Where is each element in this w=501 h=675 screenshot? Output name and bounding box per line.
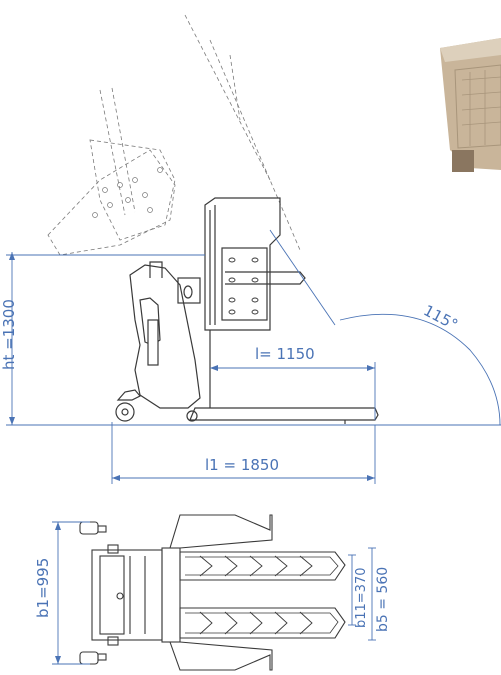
dimension-arrows [9, 252, 375, 481]
lifter-side-view [115, 197, 379, 424]
top-dimension-lines [52, 521, 376, 665]
b5-dimension-label: b5 = 560 [375, 566, 391, 632]
crate-image [440, 38, 501, 172]
top-dimension-arrows [55, 522, 61, 664]
dimension-lines [6, 229, 501, 484]
lifter-top-view [79, 514, 346, 671]
l1-dimension-label: l1 = 1850 [205, 456, 279, 474]
b11-dimension-label: b11=370 [354, 567, 369, 629]
tilted-load-outline [47, 14, 301, 256]
b1-dimension-label: b1=995 [34, 557, 52, 618]
l-dimension-label: l= 1150 [255, 345, 315, 363]
tilted-load-holes [92, 167, 163, 218]
ht-dimension-label: ht =1300 [0, 299, 18, 370]
